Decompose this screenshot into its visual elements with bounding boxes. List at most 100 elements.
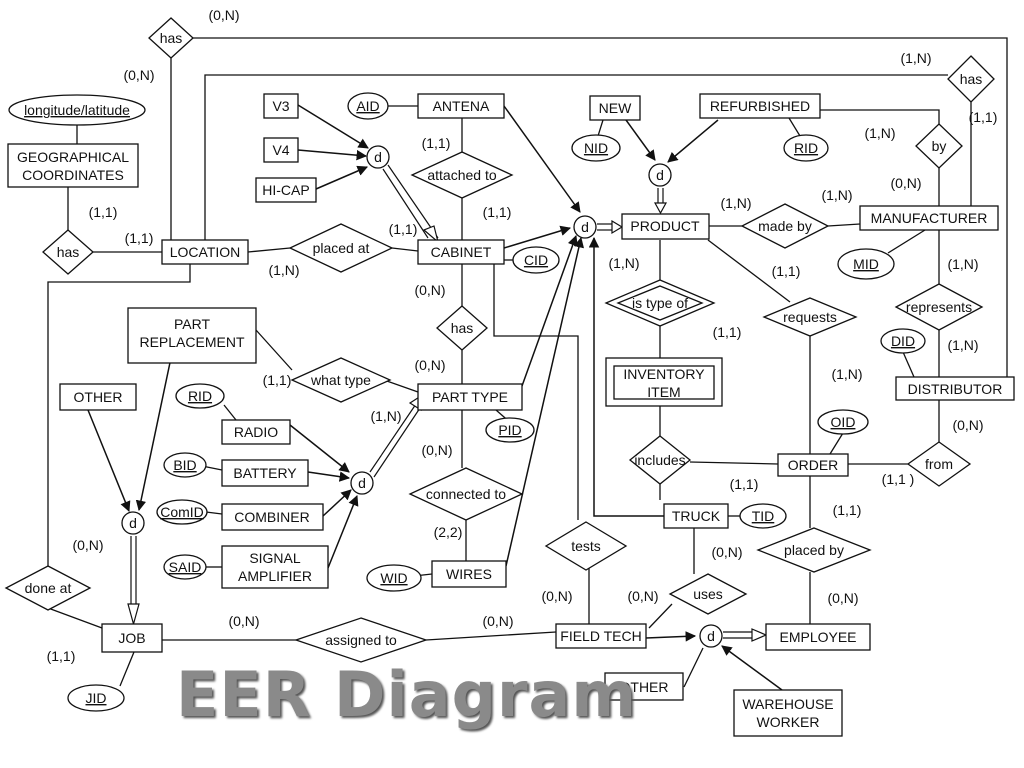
disjoint-employee[interactable] [699, 624, 723, 648]
rel-label-placed-at: placed at [313, 240, 370, 256]
entity-label-job: JOB [118, 630, 145, 646]
entity-label-antena: ANTENA [433, 98, 490, 114]
entity-radio[interactable] [221, 419, 291, 445]
entity-part-replacement[interactable] [127, 307, 257, 364]
cardinality: (1,1 ) [882, 471, 915, 487]
attr-rid-refurbished[interactable] [783, 134, 829, 162]
rel-uses[interactable] [668, 573, 748, 615]
attr-pid[interactable] [485, 417, 535, 443]
entity-order[interactable] [777, 453, 849, 477]
rel-done-at[interactable] [4, 565, 92, 611]
entity-part-type[interactable] [417, 383, 523, 411]
entity-location[interactable] [161, 239, 249, 265]
rel-attached-to[interactable] [410, 151, 514, 199]
entity-product[interactable] [621, 213, 710, 240]
attr-label-longlat: longitude/latitude [24, 102, 130, 118]
entity-employee[interactable] [765, 623, 871, 651]
attr-comid[interactable] [156, 499, 208, 525]
attr-nid[interactable] [571, 134, 621, 162]
entity-antena[interactable] [417, 93, 505, 119]
disjoint-product-top[interactable] [648, 163, 672, 187]
rel-label-represents: represents [906, 299, 972, 315]
cardinality: (0,N) [890, 175, 921, 191]
attr-label-said: SAID [169, 559, 202, 575]
rel-label-assigned-to: assigned to [325, 632, 397, 648]
attr-oid[interactable] [817, 409, 869, 435]
cardinality: (0,N) [72, 537, 103, 553]
rel-has-top[interactable] [148, 17, 194, 59]
rel-what-type[interactable] [290, 357, 392, 403]
entity-other-employee[interactable] [604, 672, 684, 701]
rel-label-has-mfr: has [960, 71, 983, 87]
rel-has-cabinet[interactable] [436, 305, 488, 351]
rel-assigned-to[interactable] [293, 617, 429, 663]
rel-by[interactable] [915, 123, 963, 169]
attr-label-aid: AID [356, 98, 379, 114]
disjoint-job[interactable] [121, 511, 145, 535]
entity-other-job[interactable] [59, 383, 137, 411]
cardinality: (1,1) [47, 648, 76, 664]
cardinality: (2,2) [434, 524, 463, 540]
entity-labels: GEOGRAPHICAL COORDINATES LOCATION V3 V4 … [17, 98, 1002, 730]
entity-cabinet[interactable] [417, 239, 505, 265]
entity-label-truck: TRUCK [672, 508, 721, 524]
rel-is-type-of[interactable] [604, 279, 716, 327]
attr-mid[interactable] [837, 248, 895, 280]
attr-longitude-latitude[interactable] [8, 94, 146, 126]
entity-battery[interactable] [221, 459, 309, 487]
attr-bid[interactable] [163, 452, 207, 478]
cardinality: (1,1) [833, 502, 862, 518]
attr-aid[interactable] [347, 92, 389, 120]
rel-tests[interactable] [544, 521, 628, 571]
rel-placed-by[interactable] [756, 527, 872, 573]
entity-hicap[interactable] [255, 177, 317, 203]
rel-label-has-cabinet: has [451, 320, 474, 336]
rel-includes[interactable] [628, 435, 692, 485]
entity-v3[interactable] [263, 93, 299, 119]
attr-cid[interactable] [512, 246, 560, 274]
entity-signal-amplifier[interactable] [221, 545, 329, 589]
entity-label-combiner: COMBINER [234, 509, 309, 525]
attr-tid[interactable] [739, 503, 787, 529]
entity-label-signal-1: SIGNAL [249, 550, 301, 566]
attr-said[interactable] [163, 554, 207, 580]
disjoint-product[interactable] [573, 215, 597, 239]
entity-job[interactable] [101, 623, 163, 653]
relationship-labels: has has has attached to placed at made b… [25, 30, 983, 648]
rel-from[interactable] [906, 441, 972, 487]
connector-lines [47, 37, 1008, 688]
rel-requests[interactable] [762, 297, 858, 337]
cardinality: (1,1) [125, 230, 154, 246]
entity-geographical-coordinates[interactable] [7, 143, 139, 188]
entity-field-tech[interactable] [555, 623, 647, 649]
attr-jid[interactable] [67, 684, 125, 712]
entity-label-v3: V3 [272, 98, 289, 114]
entity-label-field-tech: FIELD TECH [560, 628, 641, 644]
entity-warehouse-worker[interactable] [733, 689, 843, 737]
rel-made-by[interactable] [740, 203, 830, 249]
entity-distributor[interactable] [895, 376, 1015, 401]
rel-represents[interactable] [894, 283, 984, 331]
attr-label-rid-radio: RID [188, 388, 212, 404]
rel-has-geo[interactable] [42, 229, 94, 275]
entity-manufacturer[interactable] [859, 205, 999, 231]
rel-label-has-geo: has [57, 244, 80, 260]
attr-wid[interactable] [366, 564, 422, 592]
cardinality: (0,N) [827, 590, 858, 606]
entity-truck[interactable] [663, 503, 729, 529]
entity-refurbished[interactable] [699, 93, 821, 119]
entity-label-employee: EMPLOYEE [779, 629, 856, 645]
attr-did[interactable] [880, 328, 926, 354]
entity-new[interactable] [589, 95, 641, 121]
disjoint-part-type[interactable] [350, 471, 374, 495]
disjoint-cabinet[interactable] [366, 145, 390, 169]
entity-v4[interactable] [263, 137, 299, 163]
rel-has-mfr[interactable] [947, 55, 995, 103]
entity-label-part-replacement-2: REPLACEMENT [139, 334, 244, 350]
rel-placed-at[interactable] [288, 223, 394, 273]
entity-combiner[interactable] [221, 503, 324, 531]
attr-rid-radio[interactable] [175, 383, 225, 409]
rel-connected-to[interactable] [408, 467, 524, 521]
entity-wires[interactable] [431, 560, 507, 588]
